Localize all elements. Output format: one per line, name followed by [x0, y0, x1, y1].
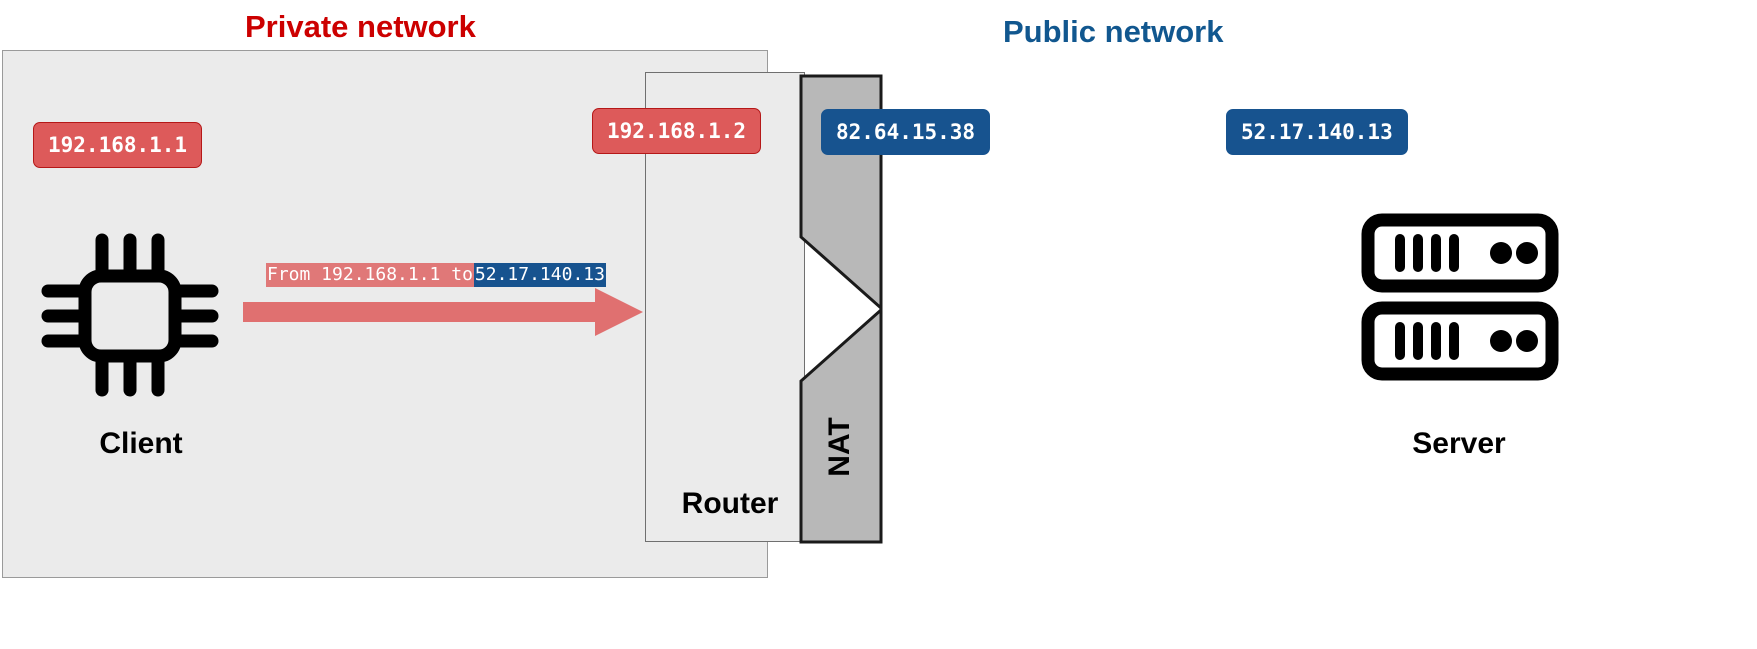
server-label: Server [1412, 427, 1506, 460]
ip-badge-server: 52.17.140.13 [1226, 109, 1408, 155]
ip-badge-router-wan: 82.64.15.38 [821, 109, 991, 155]
client-label: Client [99, 427, 183, 460]
server-rack-icon [1360, 212, 1560, 389]
router-label: Router [681, 487, 779, 520]
packet-destination-segment: 52.17.140.13 [473, 263, 606, 287]
packet-flow-arrow [243, 286, 647, 343]
packet-source-segment: From 192.168.1.1 to [266, 263, 474, 287]
nat-label: NAT [823, 417, 856, 477]
cpu-chip-icon [40, 228, 220, 403]
ip-badge-client: 192.168.1.1 [33, 122, 203, 168]
nat-shape [798, 74, 884, 544]
ip-badge-router-lan: 192.168.1.2 [592, 108, 762, 154]
private-network-title: Private network [245, 9, 476, 44]
packet-label: From 192.168.1.1 to 52.17.140.13 [266, 263, 606, 287]
public-network-title: Public network [1003, 14, 1224, 49]
